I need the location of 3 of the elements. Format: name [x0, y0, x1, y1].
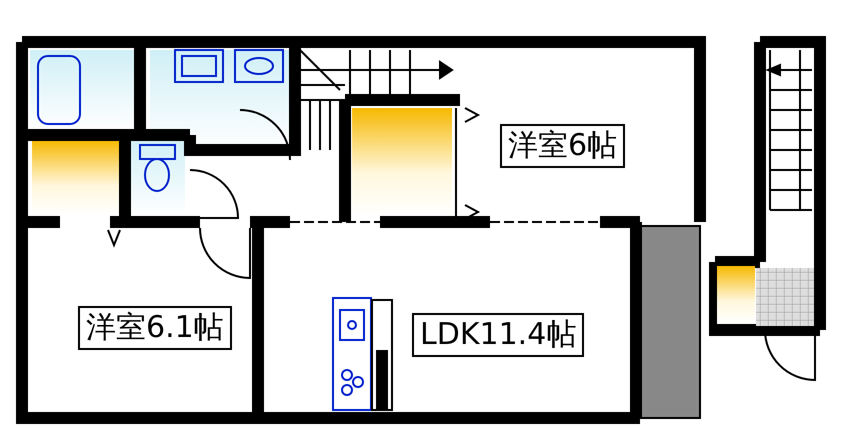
room-label: 洋室6帖	[500, 124, 626, 168]
room-label: LDK11.4帖	[412, 313, 584, 357]
room-label: 洋室6.1帖	[78, 306, 232, 350]
